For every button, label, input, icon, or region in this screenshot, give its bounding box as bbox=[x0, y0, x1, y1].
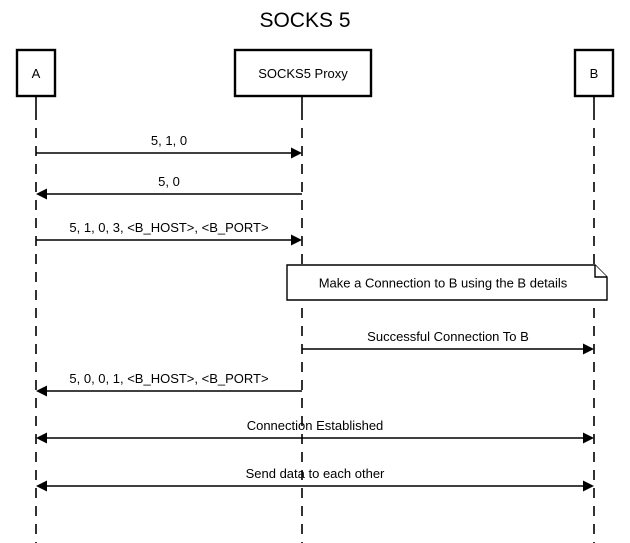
participant-label-a: A bbox=[32, 66, 41, 81]
message-6[interactable]: Connection Established bbox=[36, 418, 594, 444]
notes-group: Make a Connection to B using the B detai… bbox=[286, 264, 608, 301]
note-label-1: Make a Connection to B using the B detai… bbox=[319, 276, 568, 291]
arrow-head-icon bbox=[36, 480, 47, 492]
participants-group: A SOCKS5 Proxy B bbox=[15, 48, 615, 98]
note-fold-corner-icon bbox=[594, 265, 607, 278]
participant-a[interactable]: A bbox=[15, 48, 57, 98]
participant-label-proxy: SOCKS5 Proxy bbox=[258, 66, 348, 81]
participant-proxy[interactable]: SOCKS5 Proxy bbox=[233, 48, 373, 98]
participant-label-b: B bbox=[590, 66, 599, 81]
message-label-1: 5, 1, 0 bbox=[151, 133, 187, 148]
arrow-head-icon bbox=[583, 480, 594, 492]
participant-box-a bbox=[15, 48, 57, 98]
arrow-head-icon bbox=[36, 188, 47, 200]
participant-box-proxy bbox=[233, 48, 373, 98]
message-label-6: Connection Established bbox=[247, 418, 384, 433]
messages-group: 5, 1, 0 5, 0 5, 1, 0, 3, <B_HOST>, <B_PORT… bbox=[36, 133, 594, 492]
lifelines-group bbox=[35, 96, 595, 543]
message-7[interactable]: Send data to each other bbox=[36, 466, 594, 492]
arrow-head-icon bbox=[36, 385, 47, 397]
participant-b[interactable]: B bbox=[573, 48, 615, 98]
arrow-head-icon bbox=[583, 343, 594, 355]
arrow-head-icon bbox=[36, 432, 47, 444]
message-label-5: 5, 0, 0, 1, <B_HOST>, <B_PORT> bbox=[69, 371, 268, 386]
diagram-title: SOCKS 5 bbox=[259, 9, 350, 32]
message-3[interactable]: 5, 1, 0, 3, <B_HOST>, <B_PORT> bbox=[36, 220, 302, 246]
message-label-2: 5, 0 bbox=[158, 174, 180, 189]
arrow-head-icon bbox=[291, 147, 302, 159]
message-2[interactable]: 5, 0 bbox=[36, 174, 302, 200]
message-label-7: Send data to each other bbox=[246, 466, 385, 481]
note-body-1 bbox=[286, 264, 608, 301]
message-label-3: 5, 1, 0, 3, <B_HOST>, <B_PORT> bbox=[69, 220, 268, 235]
note-1[interactable]: Make a Connection to B using the B detai… bbox=[286, 264, 608, 301]
message-5[interactable]: 5, 0, 0, 1, <B_HOST>, <B_PORT> bbox=[36, 371, 302, 397]
participant-box-b bbox=[573, 48, 615, 98]
arrow-head-icon bbox=[583, 432, 594, 444]
message-label-4: Successful Connection To B bbox=[367, 329, 529, 344]
message-4[interactable]: Successful Connection To B bbox=[302, 329, 594, 355]
arrow-head-icon bbox=[291, 234, 302, 246]
message-1[interactable]: 5, 1, 0 bbox=[36, 133, 302, 159]
